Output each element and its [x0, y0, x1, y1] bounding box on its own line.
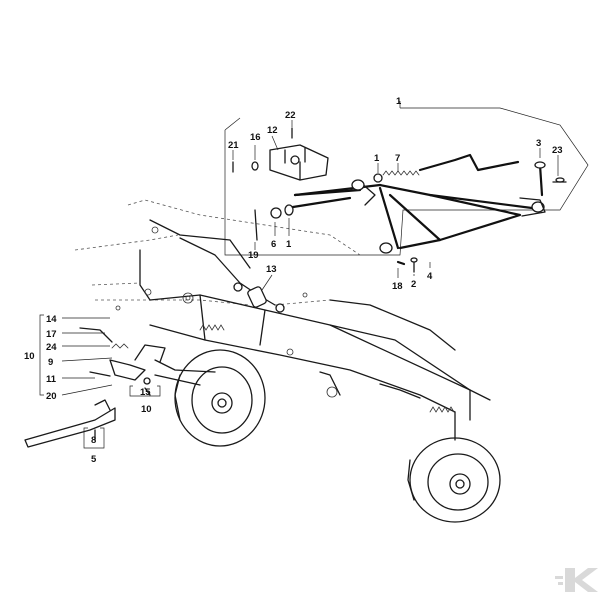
callout-20: 20	[46, 391, 57, 402]
callout-18: 18	[392, 281, 403, 292]
callout-23: 23	[552, 145, 563, 156]
callout-5: 5	[91, 454, 97, 465]
callout-9: 9	[48, 357, 53, 368]
callout-21: 21	[228, 140, 239, 151]
lower-link-rod	[270, 196, 352, 219]
callout-12: 12	[267, 125, 278, 136]
callout-8: 8	[91, 435, 96, 446]
callout-14: 14	[46, 314, 57, 325]
callout-13: 13	[266, 264, 277, 275]
left-wheel	[174, 349, 266, 447]
hitch-a-frame	[293, 179, 546, 254]
right-wheel	[407, 437, 501, 523]
tractor-chassis	[74, 199, 491, 441]
linkage-cable	[179, 237, 285, 313]
callout-16: 16	[250, 132, 261, 143]
callout-1-top: 1	[396, 96, 402, 107]
small-parts	[232, 127, 567, 273]
callout-19: 19	[248, 250, 259, 261]
callout-10-bottom: 10	[141, 404, 152, 415]
callout-1-spring: 1	[374, 153, 380, 164]
callout-24: 24	[46, 342, 57, 353]
callout-17: 17	[46, 329, 57, 340]
callout-15: 15	[140, 387, 151, 398]
bottom-lever	[24, 399, 116, 448]
callout-labels: 1 16 12 22 21 1 7 3 23 19 6 1 13 18 2 4 …	[24, 96, 563, 465]
callout-10-left: 10	[24, 351, 35, 362]
leader-lines	[39, 120, 559, 449]
spring-rod	[373, 153, 520, 183]
callout-3: 3	[536, 138, 541, 149]
hitch-assembly-frame	[224, 101, 589, 256]
left-lever-assembly	[79, 327, 166, 396]
k-brand-logo-icon	[555, 568, 598, 592]
callout-2: 2	[411, 279, 416, 290]
callout-7: 7	[395, 153, 400, 164]
callout-1-rod: 1	[286, 239, 292, 250]
callout-11: 11	[46, 374, 57, 385]
bracket-part-12	[269, 144, 329, 181]
callout-22: 22	[285, 110, 296, 121]
callout-6: 6	[271, 239, 276, 250]
callout-4: 4	[427, 271, 433, 282]
